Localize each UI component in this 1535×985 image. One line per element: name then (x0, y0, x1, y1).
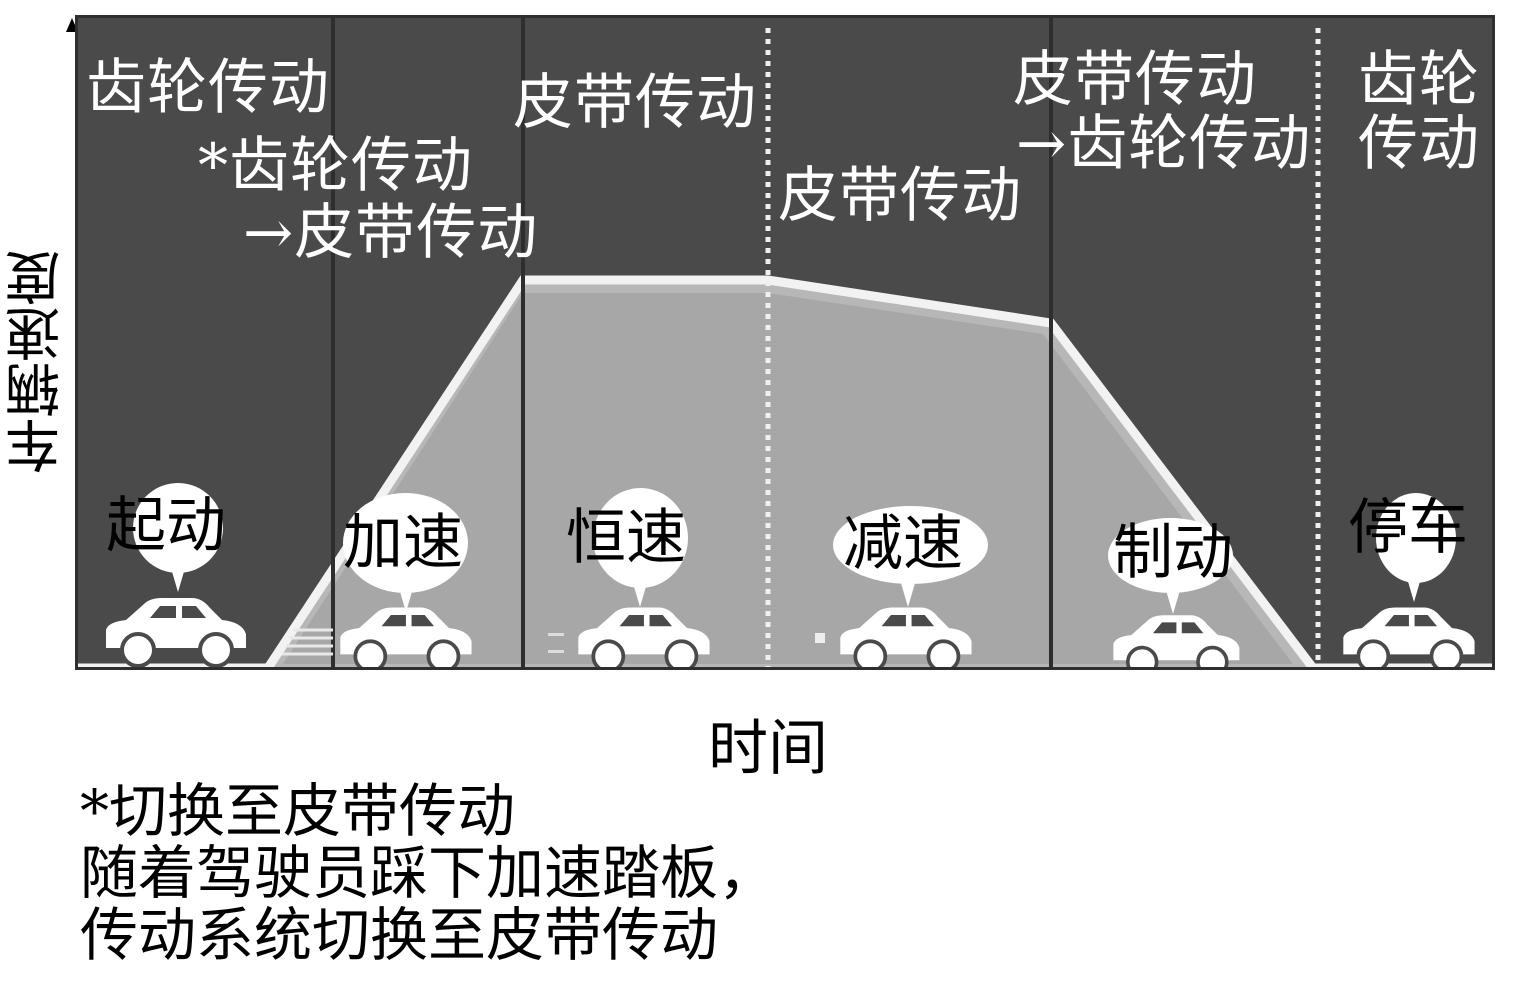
label-belt-drive-constant: 皮带传动 (513, 68, 757, 138)
footnote: *切换至皮带传动 随着驾驶员踩下加速踏板， 传动系统切换至皮带传动 (80, 780, 776, 966)
speed-diagram-panel: 齿轮传动 *齿轮传动 →皮带传动 皮带传动 皮带传动 皮带传动 →齿轮传动 齿轮… (75, 15, 1495, 670)
brake-light-icon (815, 633, 825, 643)
speech-bubble-tail (898, 573, 918, 607)
label-gear-drive-start: 齿轮传动 (86, 53, 330, 123)
phase-label: 起动 (106, 491, 226, 561)
phase-label: 停车 (1348, 493, 1468, 563)
speech-bubble-tail (168, 558, 188, 592)
label-gear-stop-2: 传动 (1358, 109, 1480, 179)
car-icon (1113, 615, 1240, 667)
speed-profile-graphic (78, 18, 1492, 667)
car-icon (1343, 607, 1475, 667)
car-icon (340, 607, 472, 667)
speech-bubble-tail (396, 578, 416, 612)
label-gear-stop-1: 齿轮 (1358, 45, 1480, 115)
label-to-belt-drive: →皮带传动 (243, 198, 539, 268)
label-belt-drive-brake: 皮带传动 (1013, 45, 1257, 115)
speech-bubble-tail (1163, 580, 1183, 614)
speech-bubble (593, 488, 688, 588)
footnote-line: 传动系统切换至皮带传动 (80, 901, 719, 969)
x-axis-label: 时间 (708, 714, 828, 784)
phase-label: 加速 (343, 508, 463, 578)
phase-label: 制动 (1113, 518, 1233, 588)
y-axis-label: 车辆速度 (5, 250, 70, 474)
phase-label: 减速 (843, 509, 963, 579)
label-belt-drive-decel: 皮带传动 (778, 161, 1022, 231)
phase-label: 恒速 (566, 503, 686, 573)
footnote-title: *切换至皮带传动 (80, 777, 516, 845)
label-gear-drive-switch: *齿轮传动 (198, 131, 473, 201)
speech-bubble (343, 493, 468, 593)
car-icon (578, 607, 710, 667)
motion-lines-icon (548, 633, 564, 653)
footnote-line: 随着驾驶员踩下加速踏板， (80, 839, 777, 907)
speech-bubble-tail (1404, 568, 1424, 602)
car-icon (106, 598, 246, 667)
speech-bubble (833, 506, 988, 584)
car-icon (840, 607, 972, 667)
speech-bubble-tail (630, 573, 650, 607)
label-to-gear-drive: →齿轮传动 (1016, 109, 1312, 179)
